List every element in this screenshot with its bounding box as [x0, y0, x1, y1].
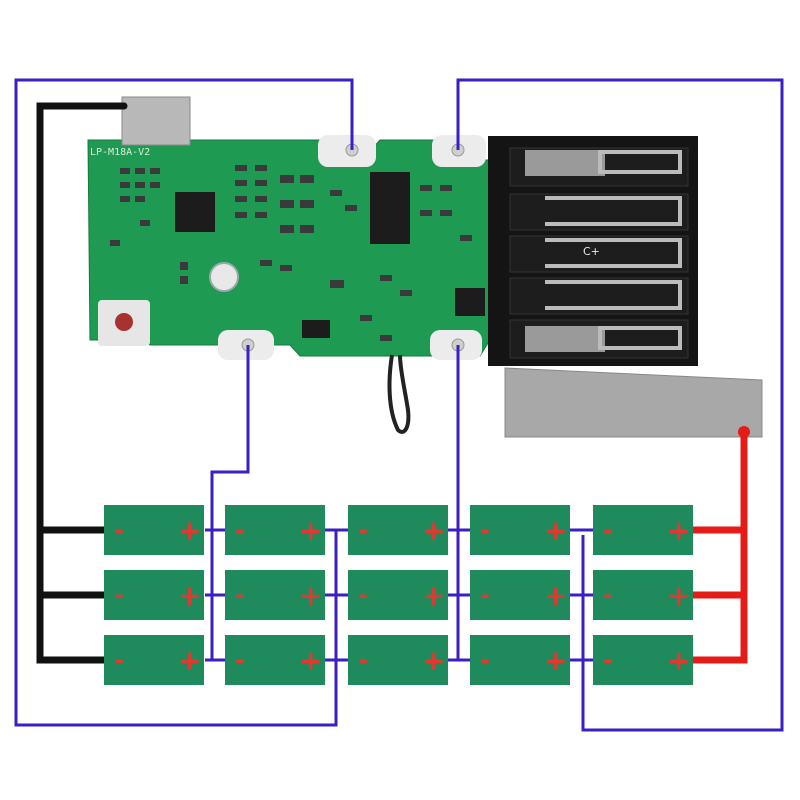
cell-minus-terminal: -: [114, 516, 124, 544]
battery-cell: -+: [104, 570, 204, 620]
cell-minus-terminal: -: [235, 581, 245, 609]
balance-wires: [14, 78, 784, 732]
smd-components: [110, 165, 472, 341]
cell-body: [225, 505, 325, 555]
cell-minus-terminal: -: [235, 646, 245, 674]
cell-plus-terminal: +: [422, 644, 445, 677]
battery-cell: -+: [104, 635, 204, 685]
cell-body: [104, 570, 204, 620]
cell-body: [470, 570, 570, 620]
cell-plus-terminal: +: [544, 644, 567, 677]
cell-minus-terminal: -: [114, 581, 124, 609]
battery-cell: -+: [470, 505, 570, 555]
battery-cell: -+: [593, 570, 693, 620]
battery-cells: -+-+-+-+-+-+-+-+-+-+-+-+-+-+-+: [104, 505, 693, 685]
mosfet: [455, 288, 485, 316]
battery-cell: -+: [348, 635, 448, 685]
microcontroller-chip: [175, 192, 215, 232]
cell-body: [593, 635, 693, 685]
cell-body: [593, 570, 693, 620]
mounting-hole: [209, 262, 239, 292]
battery-connector: C+: [488, 136, 698, 366]
cell-body: [348, 505, 448, 555]
push-button-cap: [115, 313, 133, 331]
cell-plus-terminal: +: [178, 579, 201, 612]
balance-wire-b2: [210, 345, 250, 660]
cell-body: [348, 635, 448, 685]
cell-body: [348, 570, 448, 620]
negative-wire: [36, 102, 128, 664]
cell-plus-terminal: +: [667, 514, 690, 547]
transistor: [302, 320, 330, 338]
cell-plus-terminal: +: [667, 579, 690, 612]
cell-minus-terminal: -: [603, 646, 613, 674]
thermistor: [387, 354, 411, 434]
cell-plus-terminal: +: [667, 644, 690, 677]
battery-cell: -+: [593, 505, 693, 555]
cell-body: [225, 570, 325, 620]
balance-wire-b3: [456, 78, 784, 732]
cell-minus-terminal: -: [114, 646, 124, 674]
cell-minus-terminal: -: [480, 581, 490, 609]
cell-minus-terminal: -: [358, 581, 368, 609]
battery-cell: -+: [225, 635, 325, 685]
battery-cell: -+: [348, 570, 448, 620]
cell-body: [470, 635, 570, 685]
battery-cell: -+: [225, 570, 325, 620]
cell-body: [104, 635, 204, 685]
positive-wire: [688, 426, 750, 664]
cell-minus-terminal: -: [480, 516, 490, 544]
battery-cell: -+: [593, 635, 693, 685]
cell-body: [470, 505, 570, 555]
cell-minus-terminal: -: [358, 646, 368, 674]
cell-plus-terminal: +: [299, 514, 322, 547]
cell-plus-terminal: +: [544, 579, 567, 612]
solder-pads: [218, 135, 486, 360]
cell-plus-terminal: +: [178, 514, 201, 547]
cell-minus-terminal: -: [480, 646, 490, 674]
negative-nickel-tab: [121, 96, 191, 146]
cell-plus-terminal: +: [422, 514, 445, 547]
board-label: LP-M18A-V2: [90, 147, 150, 158]
connector-label: C+: [583, 245, 600, 258]
cell-body: [104, 505, 204, 555]
cell-minus-terminal: -: [603, 516, 613, 544]
battery-cell: -+: [104, 505, 204, 555]
protection-ic: [370, 172, 410, 244]
cell-plus-terminal: +: [299, 579, 322, 612]
cell-plus-terminal: +: [178, 644, 201, 677]
positive-nickel-strip: [504, 367, 763, 438]
cell-body: [593, 505, 693, 555]
bms-board: LP-M18A-V2: [87, 139, 497, 357]
battery-cell: -+: [470, 570, 570, 620]
balance-wire-b1: [14, 78, 354, 727]
battery-cell: -+: [348, 505, 448, 555]
cell-body: [225, 635, 325, 685]
battery-cell: -+: [470, 635, 570, 685]
cell-minus-terminal: -: [235, 516, 245, 544]
cell-plus-terminal: +: [422, 579, 445, 612]
battery-cell: -+: [225, 505, 325, 555]
cell-plus-terminal: +: [544, 514, 567, 547]
cell-plus-terminal: +: [299, 644, 322, 677]
cell-minus-terminal: -: [358, 516, 368, 544]
cell-minus-terminal: -: [603, 581, 613, 609]
